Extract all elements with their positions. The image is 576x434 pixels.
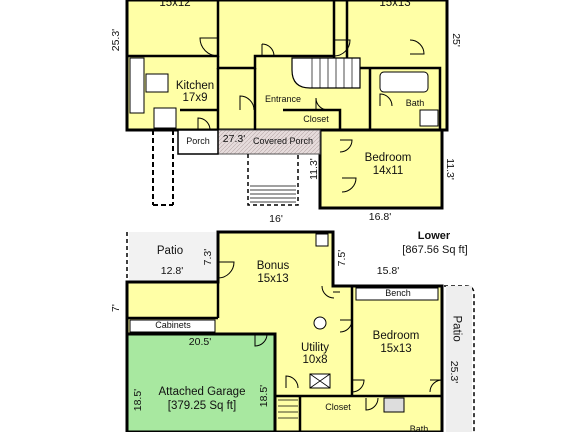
upper-bath-label: Bath: [405, 98, 425, 108]
entrance-stair: [291, 57, 361, 89]
lower-interior-walls: [127, 282, 442, 432]
upper-dim-left: 25.3': [109, 28, 122, 52]
upper-bedroom-size: 14x11: [372, 165, 404, 177]
lower-closet-label: Closet: [325, 402, 351, 412]
bench-fixture: [355, 287, 439, 301]
water-heater: [313, 316, 327, 330]
bonus-name: Bonus: [256, 260, 290, 272]
garage-area: [125, 332, 277, 432]
lower-bath-fixture: [383, 397, 405, 413]
entrance-label: Entrance: [264, 94, 302, 104]
lower-stairs: [278, 399, 298, 419]
upper-room-top-right-size: 15x13: [379, 0, 411, 9]
patio-left-area: [129, 232, 216, 282]
covered-porch-area: [217, 129, 321, 155]
kitchen-size: 17x9: [182, 92, 208, 104]
kitchen-stove: [153, 107, 177, 129]
upper-dim-porch-width: 27.3': [222, 133, 246, 145]
upper-dim-bedroom-left: 11.3': [307, 158, 320, 180]
upper-level: [125, 0, 449, 210]
patio-left-name: Patio: [156, 245, 184, 257]
cabinets-label: Cabinets: [155, 320, 191, 330]
kitchen-name: Kitchen: [175, 80, 215, 92]
upper-main-body: [125, 0, 449, 132]
lower-title: Lower: [417, 230, 451, 242]
lower-dim-garage-left: 18.5': [131, 388, 144, 412]
porch-label: Porch: [186, 136, 210, 146]
bathtub: [379, 71, 429, 93]
lower-bedroom-size: 15x13: [380, 343, 412, 355]
lower-dim-garage-right: 18.5': [257, 384, 270, 408]
kitchen-counter: [129, 57, 145, 114]
bath-vanity: [419, 109, 439, 127]
patio-left-size: 12.8': [160, 265, 184, 277]
lower-door-swings: [217, 261, 443, 411]
lower-area: [867.56 Sq ft]: [402, 244, 468, 256]
upper-room-top-left-size: 15x12: [159, 0, 191, 9]
covered-porch-label: Covered Porch: [252, 136, 314, 146]
upper-dim-bottom: 16': [269, 213, 283, 225]
upper-dim-right: 25': [450, 33, 463, 47]
patio-right-area: [446, 286, 472, 432]
deck-outline: [152, 130, 174, 206]
lower-dim-bedroom-top: 15.8': [376, 265, 400, 277]
lower-level: [125, 230, 475, 432]
patio-left-dim: 7.3': [201, 248, 214, 266]
utility-size: 10x8: [302, 354, 328, 366]
lower-dim-left-edge: 7': [109, 304, 122, 312]
upper-dim-bedroom-right: 11.3': [444, 158, 457, 180]
lower-bath-label: Bath: [409, 424, 429, 434]
lower-dim-bedroom-right: 25.3': [448, 360, 461, 384]
porch-stairs: [250, 185, 296, 203]
upper-dim-bedroom-bottom: 16.8': [368, 211, 392, 223]
upper-closet-label: Closet: [303, 114, 329, 124]
kitchen-sink: [145, 73, 169, 93]
lower-dim-garage-top: 20.5': [188, 336, 212, 348]
patio-right-label: Patio: [450, 315, 463, 342]
utility-box-cross: [309, 373, 331, 389]
bonus-fixture: [315, 233, 329, 247]
lower-dim-bonus-right: 7.5': [335, 249, 348, 267]
porch-steps-outline: [247, 154, 299, 206]
bonus-size: 15x13: [257, 273, 289, 285]
utility-name: Utility: [300, 342, 330, 354]
entrance-stair-steps: [311, 58, 353, 88]
bench-label: Bench: [385, 288, 411, 298]
lower-bedroom-name: Bedroom: [372, 330, 420, 342]
garage-area: [379.25 Sq ft]: [167, 400, 237, 412]
upper-door-swings: [197, 37, 425, 193]
upper-bedroom-name: Bedroom: [364, 152, 412, 164]
cabinets-fixture: [129, 319, 216, 333]
garage-name: Attached Garage: [158, 386, 246, 398]
upper-bedroom-room: [318, 128, 444, 210]
